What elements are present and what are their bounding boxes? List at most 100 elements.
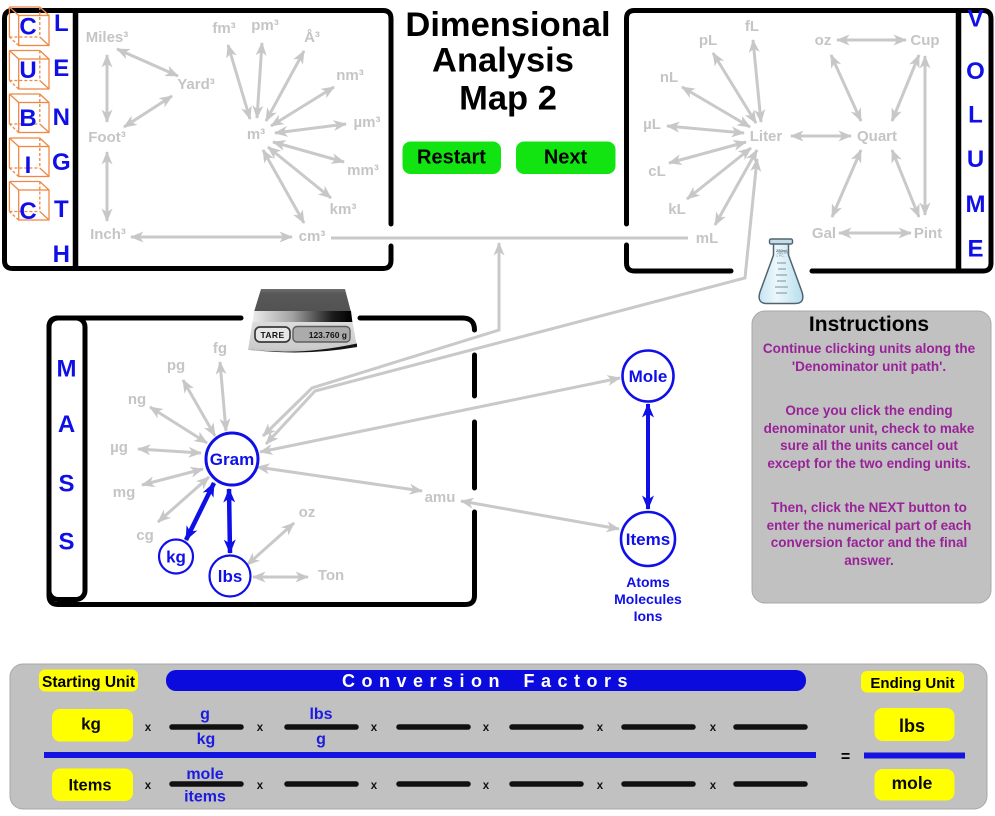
svg-text:L: L [54, 10, 69, 37]
svg-text:µL: µL [643, 116, 661, 133]
svg-text:Å³: Å³ [304, 29, 320, 46]
svg-text:conversion factor and the fina: conversion factor and the final [771, 535, 968, 550]
svg-text:250mL: 250mL [776, 248, 789, 253]
svg-text:Miles³: Miles³ [86, 29, 129, 46]
svg-text:Molecules: Molecules [614, 591, 682, 607]
svg-text:pg: pg [167, 357, 185, 374]
svg-text:Items: Items [626, 530, 670, 549]
svg-text:mg: mg [113, 484, 136, 501]
svg-text:E: E [53, 55, 69, 82]
svg-text:mm³: mm³ [347, 162, 379, 179]
svg-text:Once you click the ending: Once you click the ending [785, 403, 952, 418]
svg-text:U: U [19, 57, 36, 84]
svg-text:Atoms: Atoms [626, 574, 670, 590]
svg-text:M: M [57, 356, 77, 383]
svg-text:pL: pL [699, 32, 717, 49]
svg-text:kL: kL [668, 201, 686, 218]
svg-text:cg: cg [136, 527, 154, 544]
svg-text:x: x [145, 780, 152, 792]
svg-text:items: items [184, 789, 226, 806]
svg-text:Ton: Ton [318, 567, 344, 584]
svg-text:x: x [145, 722, 152, 734]
svg-text:'Denominator unit path'.: 'Denominator unit path'. [792, 359, 946, 374]
svg-text:x: x [597, 780, 604, 792]
svg-text:mole: mole [186, 766, 223, 783]
svg-text:cm³: cm³ [299, 228, 326, 245]
svg-text:x: x [257, 780, 264, 792]
svg-text:M: M [966, 191, 986, 218]
svg-text:kg: kg [197, 731, 216, 748]
svg-text:nL: nL [660, 69, 678, 86]
svg-text:N: N [53, 104, 70, 131]
svg-text:Continue clicking units along: Continue clicking units along the [763, 341, 976, 356]
svg-text:TARE: TARE [260, 330, 284, 340]
svg-text:answer.: answer. [844, 553, 894, 568]
svg-text:mole: mole [892, 773, 933, 793]
svg-text:µg: µg [110, 439, 128, 456]
svg-text:1 PC.: 1 PC. [776, 254, 785, 258]
svg-text:C: C [19, 198, 36, 225]
svg-text:C: C [19, 14, 36, 41]
svg-text:=: = [841, 749, 850, 766]
svg-text:B: B [19, 105, 36, 132]
svg-text:T: T [54, 196, 69, 223]
svg-text:x: x [483, 780, 490, 792]
svg-text:V: V [967, 6, 983, 33]
svg-text:g: g [316, 731, 326, 748]
svg-text:123.760 g: 123.760 g [309, 330, 347, 340]
svg-text:x: x [710, 722, 717, 734]
svg-text:mL: mL [696, 230, 719, 247]
svg-text:Liter: Liter [750, 128, 783, 145]
svg-text:250 mL: 250 mL [777, 251, 790, 255]
svg-text:H: H [53, 241, 70, 268]
svg-text:Gram: Gram [210, 450, 254, 469]
svg-text:Items: Items [68, 777, 111, 795]
svg-text:cL: cL [648, 163, 666, 180]
svg-text:Restart: Restart [417, 147, 486, 169]
svg-text:fm³: fm³ [212, 20, 235, 37]
svg-text:kg: kg [166, 548, 186, 567]
svg-text:m³: m³ [247, 126, 265, 143]
svg-text:O: O [966, 58, 985, 85]
svg-text:fg: fg [213, 340, 227, 357]
svg-text:oz: oz [815, 32, 832, 49]
svg-text:ng: ng [128, 391, 146, 408]
svg-text:fL: fL [745, 18, 759, 35]
svg-text:Ions: Ions [634, 608, 663, 624]
svg-text:x: x [257, 722, 264, 734]
svg-text:enter the numerical part of ea: enter the numerical part of each [767, 518, 972, 533]
svg-text:x: x [710, 780, 717, 792]
svg-text:Pint: Pint [914, 225, 942, 242]
svg-text:Inch³: Inch³ [90, 226, 126, 243]
svg-text:Instructions: Instructions [809, 313, 929, 336]
svg-text:L: L [968, 102, 983, 129]
svg-text:except for the two ending unit: except for the two ending units. [767, 456, 970, 471]
svg-text:S: S [58, 528, 74, 555]
svg-text:A: A [58, 411, 75, 438]
svg-text:x: x [483, 722, 490, 734]
svg-text:Cup: Cup [910, 32, 939, 49]
svg-text:denominator unit, check to mak: denominator unit, check to make [764, 421, 975, 436]
svg-text:S: S [58, 471, 74, 498]
svg-text:I: I [25, 152, 32, 179]
svg-text:Analysis: Analysis [432, 42, 574, 80]
svg-text:µm³: µm³ [354, 114, 381, 131]
svg-text:U: U [967, 146, 984, 173]
svg-text:G: G [52, 149, 71, 176]
svg-text:x: x [597, 722, 604, 734]
svg-text:Foot³: Foot³ [88, 129, 125, 146]
svg-text:Starting Unit: Starting Unit [42, 674, 135, 691]
svg-text:Ending Unit: Ending Unit [870, 675, 954, 692]
svg-text:Then, click the NEXT button to: Then, click the NEXT button to [771, 500, 967, 515]
svg-text:Map 2: Map 2 [459, 80, 557, 118]
svg-text:oz: oz [299, 504, 316, 521]
svg-text:Quart: Quart [857, 128, 897, 145]
svg-text:lbs: lbs [309, 706, 332, 723]
svg-text:Dimensional: Dimensional [405, 6, 610, 44]
svg-text:lbs: lbs [218, 567, 243, 586]
svg-text:km³: km³ [330, 201, 357, 218]
svg-text:Conversion Factors: Conversion Factors [342, 671, 634, 691]
svg-text:nm³: nm³ [336, 67, 364, 84]
svg-text:Next: Next [544, 147, 588, 169]
svg-text:pm³: pm³ [251, 17, 279, 34]
